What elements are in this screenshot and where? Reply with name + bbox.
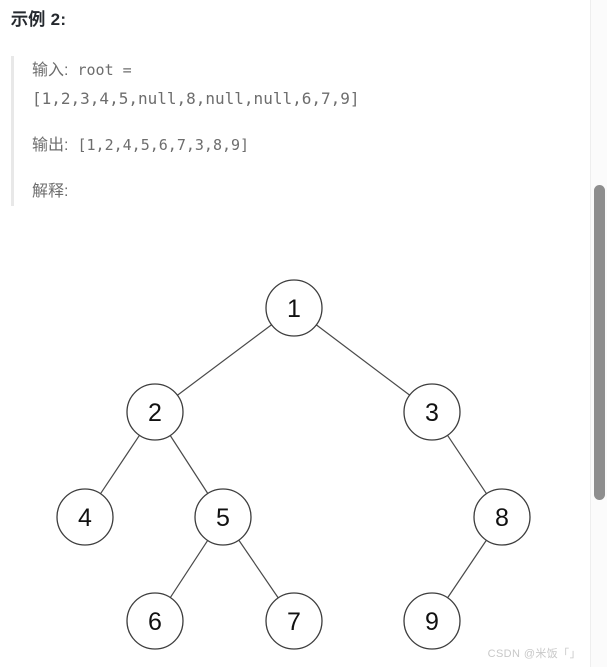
- input-value-head: root =: [68, 61, 132, 79]
- example-blockquote: 输入: root = [1,2,3,4,5,null,8,null,null,6…: [11, 56, 571, 206]
- tree-node-label-3: 3: [425, 399, 439, 427]
- input-label: 输入:: [32, 62, 69, 79]
- output-line: 输出: [1,2,4,5,6,7,3,8,9]: [32, 131, 571, 160]
- tree-node-9: [403, 592, 461, 650]
- tree-edge-n1-n3: [315, 324, 411, 396]
- vertical-scrollbar-track[interactable]: [590, 0, 607, 667]
- tree-edge-group: [100, 324, 487, 599]
- tree-node-4: [56, 488, 114, 546]
- spacer-1: [32, 113, 571, 131]
- tree-edge-n2-n5: [169, 435, 209, 494]
- vertical-scrollbar-thumb[interactable]: [594, 185, 605, 500]
- tree-node-3: [403, 383, 461, 441]
- tree-node-label-4: 4: [78, 504, 92, 532]
- tree-edge-n1-n2: [177, 324, 272, 396]
- tree-edge-n5-n7: [238, 539, 279, 599]
- tree-edge-n5-n6: [169, 540, 209, 598]
- tree-node-label-5: 5: [216, 504, 230, 532]
- tree-node-8: [473, 488, 531, 546]
- output-array: [1,2,4,5,6,7,3,8,9]: [68, 136, 250, 154]
- tree-node-1: [265, 279, 323, 337]
- tree-node-label-9: 9: [425, 608, 439, 636]
- tree-node-label-7: 7: [287, 608, 301, 636]
- tree-node-2: [126, 383, 184, 441]
- output-label: 输出:: [32, 137, 69, 154]
- tree-node-6: [126, 592, 184, 650]
- tree-node-group: 1 2 3 4 5 8 6 7 9: [56, 279, 531, 650]
- tree-edge-n3-n8: [447, 434, 487, 495]
- tree-node-label-1: 1: [287, 295, 301, 323]
- csdn-watermark: CSDN @米饭「」: [487, 648, 581, 660]
- tree-node-5: [194, 488, 252, 546]
- tree-node-label-8: 8: [495, 504, 509, 532]
- tree-node-label-6: 6: [148, 608, 162, 636]
- explanation-line: 解释:: [32, 183, 69, 200]
- binary-tree-diagram: 1 2 3 4 5 8 6 7 9: [0, 258, 580, 667]
- tree-node-7: [265, 592, 323, 650]
- input-array-line: [1,2,3,4,5,null,8,null,null,6,7,9]: [32, 89, 360, 108]
- binary-tree-svg: 1 2 3 4 5 8 6 7 9: [56, 279, 531, 650]
- input-line: 输入: root =: [32, 56, 571, 85]
- spacer-2: [32, 160, 571, 178]
- tree-node-label-2: 2: [148, 399, 162, 427]
- tree-edge-n2-n4: [100, 434, 140, 495]
- page-title: 示例 2:: [11, 10, 67, 29]
- tree-edge-n8-n9: [447, 539, 487, 599]
